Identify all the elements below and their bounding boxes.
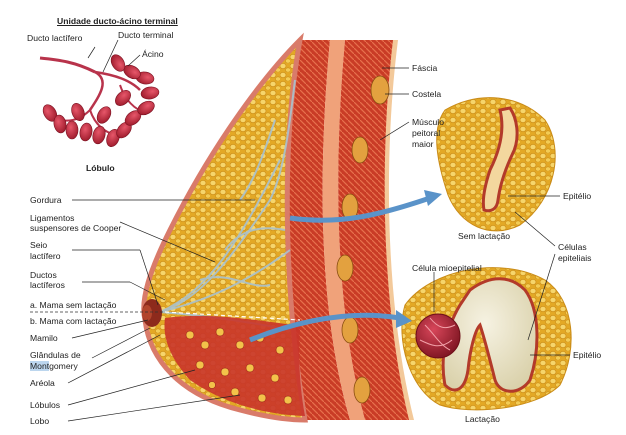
left-leader-lines: [67, 199, 255, 422]
celula-mioepitelial-label: Célula mioepitelial: [412, 263, 482, 273]
lobule-inset: [39, 39, 160, 148]
lobulo-label: Lóbulo: [86, 163, 115, 173]
ligamentos-label-line1: Ligamentos: [30, 213, 75, 223]
lobulos-label: Lóbulos: [30, 400, 61, 410]
mama-com-lactacao-label: b. Mama com lactação: [30, 316, 117, 326]
inset-sem-lactacao: [436, 97, 556, 232]
blue-arrows: [249, 190, 442, 343]
mama-sem-lactacao-label: a. Mama sem lactação: [30, 300, 117, 310]
glandulas-rest-text: gomery: [49, 361, 78, 371]
chest-wall: [283, 40, 414, 420]
ductos-label-line2: lactíferos: [30, 280, 65, 290]
mamilo-label: Mamilo: [30, 333, 58, 343]
glandulas-label-line1: Glândulas de: [30, 350, 81, 360]
lactacao-label: Lactação: [465, 414, 500, 424]
musculo-label-line1: Músculo: [412, 117, 444, 127]
sem-lactacao-label: Sem lactação: [458, 231, 511, 241]
ductos-label-line1: Ductos: [30, 270, 57, 280]
costela-label: Costela: [412, 89, 442, 99]
inset-lactacao: [401, 267, 572, 411]
ligamentos-label-line2: suspensores de Cooper: [30, 223, 122, 233]
ducto-terminal-label: Ducto terminal: [118, 30, 174, 40]
celulas-label-line1: Células: [558, 242, 587, 252]
ducto-lactifero-label: Ducto lactífero: [27, 33, 83, 43]
seio-label-line2: lactífero: [30, 251, 61, 261]
lobo-label: Lobo: [30, 416, 50, 426]
breast-body: [30, 32, 308, 423]
acino-label: Ácino: [142, 49, 164, 59]
glandulas-label-line2: Montgomery: [30, 361, 78, 371]
unit-title: Unidade ducto-ácino terminal: [57, 16, 178, 26]
fascia-label: Fáscia: [412, 63, 438, 73]
right-leader-lines: [379, 67, 570, 356]
musculo-label-line3: maior: [412, 139, 434, 149]
musculo-label-line2: peitoral: [412, 128, 441, 138]
seio-label-line1: Seio: [30, 240, 48, 250]
epitelio-bottom-label: Epitélio: [573, 350, 602, 360]
highlighted-text: Mont: [30, 361, 50, 371]
epitelio-top-label: Epitélio: [563, 191, 592, 201]
celulas-label-line2: epiteliais: [558, 253, 592, 263]
areola-label: Aréola: [30, 378, 55, 388]
gordura-label: Gordura: [30, 195, 62, 205]
